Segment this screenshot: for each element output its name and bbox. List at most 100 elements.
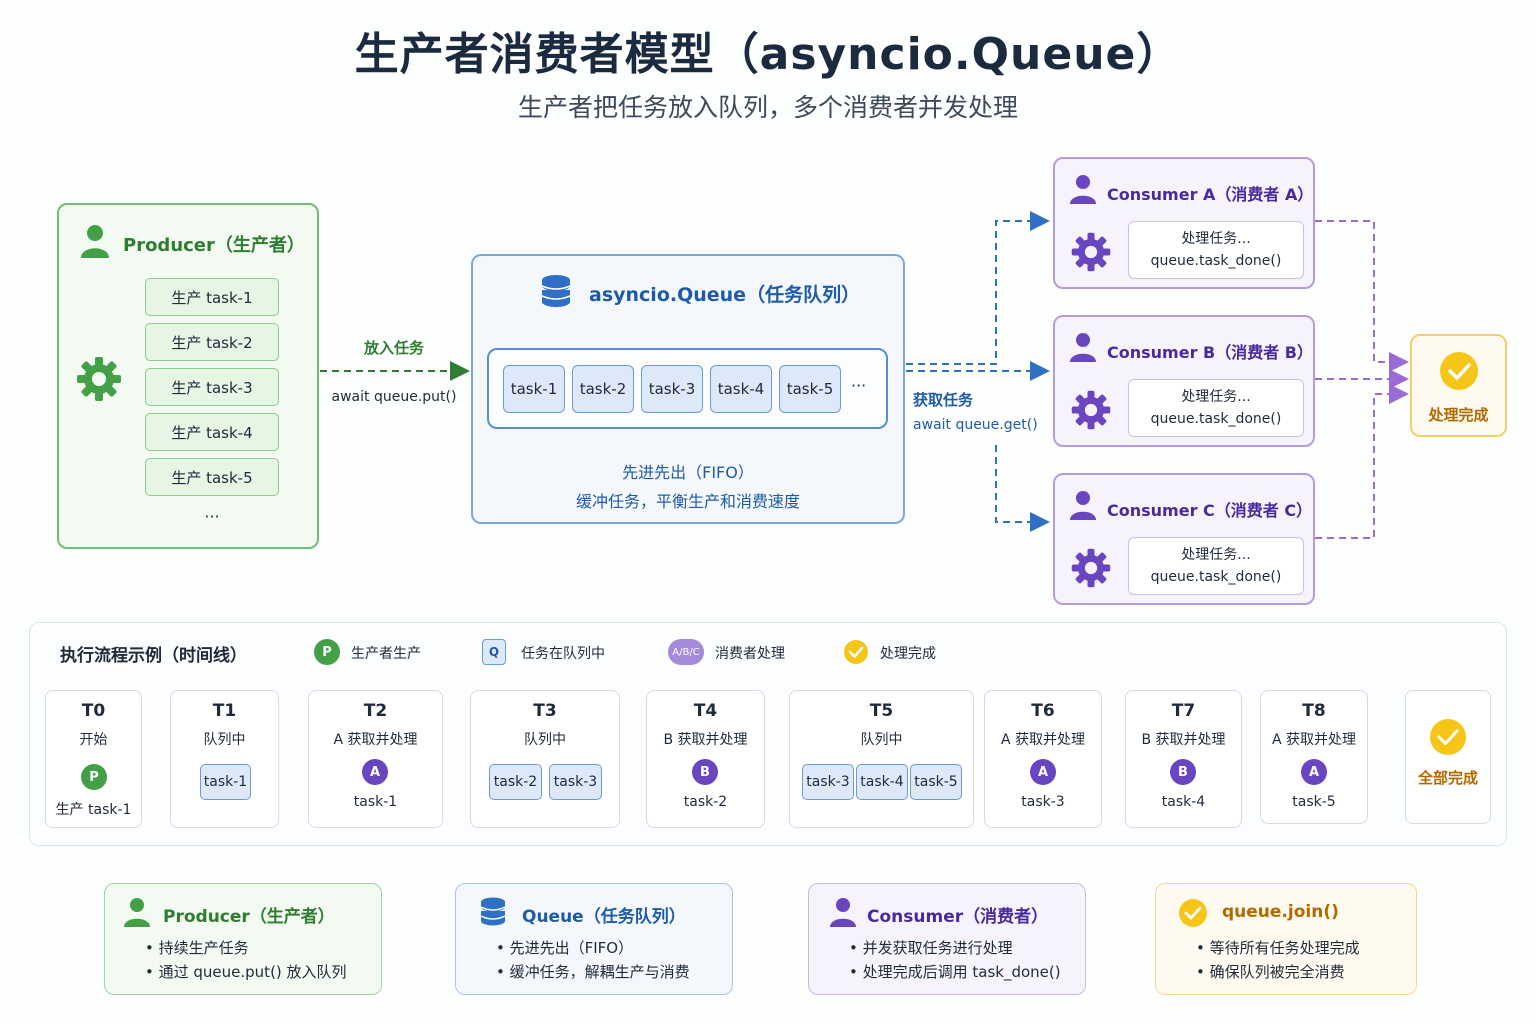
queue-more: ··· bbox=[851, 376, 867, 395]
done-label: 处理完成 bbox=[1428, 406, 1489, 424]
card-queue-list: 先进先出（FIFO） 缓冲任务，解耦生产与消费 bbox=[496, 936, 690, 984]
step-label: B 获取并处理 bbox=[1141, 732, 1226, 748]
process-label: 处理任务... bbox=[1181, 547, 1251, 563]
queue-task-4: task-4 bbox=[710, 365, 772, 413]
card-producer-title: Producer（生产者） bbox=[163, 907, 335, 927]
final-label: 全部完成 bbox=[1417, 769, 1478, 787]
step-time: T4 bbox=[693, 701, 718, 721]
step-badge: A bbox=[1030, 759, 1056, 785]
legend-consumer-badge: A/B/C bbox=[668, 639, 704, 665]
put-label: 放入任务 bbox=[363, 339, 424, 357]
card-consumer-list: 并发获取任务进行处理 处理完成后调用 task_done() bbox=[849, 936, 1061, 984]
step-footer: task-1 bbox=[353, 794, 398, 810]
user-icon bbox=[81, 225, 109, 258]
process-label: 处理任务... bbox=[1181, 231, 1251, 247]
database-icon bbox=[541, 275, 571, 307]
list-item: 持续生产任务 bbox=[145, 936, 347, 960]
check-circle-icon bbox=[1179, 899, 1207, 927]
get-arrow-c bbox=[995, 445, 1050, 532]
legend-done-label: 处理完成 bbox=[880, 646, 936, 662]
timeline-title: 执行流程示例（时间线） bbox=[60, 646, 247, 666]
done-arrow-c bbox=[1315, 384, 1409, 539]
step-label: 队列中 bbox=[524, 732, 566, 748]
user-icon bbox=[1070, 175, 1096, 204]
list-item: 先进先出（FIFO） bbox=[496, 936, 690, 960]
produce-task-2: 生产 task-2 bbox=[145, 323, 279, 361]
get-arrow-a bbox=[906, 211, 1050, 365]
produce-task-3: 生产 task-3 bbox=[145, 368, 279, 406]
gear-icon bbox=[1071, 232, 1111, 272]
step-badge: B bbox=[1170, 759, 1196, 785]
step-badge: P bbox=[81, 764, 107, 790]
step-footer: task-5 bbox=[1292, 794, 1336, 810]
card-consumer-title: Consumer（消费者） bbox=[867, 907, 1049, 927]
timeline-step-t3: T3 队列中 task-2 task-3 bbox=[470, 690, 620, 828]
done-panel: 处理完成 bbox=[1410, 334, 1507, 437]
queue-note-fifo: 先进先出（FIFO） bbox=[622, 463, 754, 482]
gear-icon bbox=[1071, 390, 1111, 430]
page-subtitle: 生产者把任务放入队列，多个消费者并发处理 bbox=[517, 93, 1018, 122]
producer-more: ··· bbox=[204, 507, 220, 526]
step-label: A 获取并处理 bbox=[1271, 732, 1357, 748]
legend-producer-badge: P bbox=[314, 639, 340, 665]
step-time: T8 bbox=[1302, 701, 1326, 721]
consumer-b-title: Consumer B（消费者 B） bbox=[1107, 343, 1313, 362]
consumer-b-panel: Consumer B（消费者 B） 处理任务... queue.task_don… bbox=[1053, 315, 1315, 447]
list-item: 处理完成后调用 task_done() bbox=[849, 960, 1061, 984]
queue-task-3: task-3 bbox=[641, 365, 703, 413]
legend-consumer-label: 消费者处理 bbox=[715, 646, 785, 662]
step-time: T3 bbox=[533, 701, 557, 721]
produce-task-5: 生产 task-5 bbox=[145, 458, 279, 496]
producer-panel: Producer（生产者） 生产 task-1 生产 task-2 生产 tas… bbox=[57, 203, 319, 549]
step-time: T5 bbox=[869, 701, 894, 721]
legend-producer-label: 生产者生产 bbox=[351, 646, 421, 662]
list-item: 缓冲任务，解耦生产与消费 bbox=[496, 960, 690, 984]
step-label: 队列中 bbox=[860, 732, 903, 748]
step-chip: task-2 bbox=[489, 764, 542, 800]
queue-task-2: task-2 bbox=[572, 365, 634, 413]
consumer-a-title: Consumer A（消费者 A） bbox=[1107, 185, 1314, 204]
timeline-step-t7: T7 B 获取并处理 B task-4 bbox=[1125, 690, 1242, 828]
process-label: 处理任务... bbox=[1181, 389, 1251, 405]
legend-queue-badge: Q bbox=[482, 639, 506, 665]
list-item: 并发获取任务进行处理 bbox=[849, 936, 1061, 960]
step-footer: task-2 bbox=[683, 794, 728, 810]
timeline-step-t5: T5 队列中 task-3 task-4 task-5 bbox=[789, 690, 974, 828]
timeline-step-t1: T1 队列中 task-1 bbox=[170, 690, 279, 828]
card-join: queue.join() 等待所有任务处理完成 确保队列被完全消费 bbox=[1155, 883, 1417, 995]
step-label: A 获取并处理 bbox=[333, 732, 418, 748]
queue-title: asyncio.Queue（任务队列） bbox=[589, 284, 861, 306]
step-chip: task-5 bbox=[910, 764, 962, 800]
step-time: T7 bbox=[1171, 701, 1196, 721]
list-item: 确保队列被完全消费 bbox=[1196, 960, 1360, 984]
user-icon bbox=[1070, 333, 1096, 362]
step-time: T0 bbox=[81, 701, 106, 721]
produce-task-1: 生产 task-1 bbox=[145, 278, 279, 316]
card-consumer: Consumer（消费者） 并发获取任务进行处理 处理完成后调用 task_do… bbox=[808, 883, 1086, 995]
card-join-title: queue.join() bbox=[1222, 902, 1339, 922]
timeline-final: 全部完成 bbox=[1405, 690, 1491, 824]
card-queue: Queue（任务队列） 先进先出（FIFO） 缓冲任务，解耦生产与消费 bbox=[455, 883, 733, 995]
task-done-call: queue.task_done() bbox=[1150, 253, 1282, 269]
step-badge: B bbox=[692, 759, 718, 785]
producer-title: Producer（生产者） bbox=[123, 235, 305, 256]
step-footer: task-3 bbox=[1021, 794, 1065, 810]
step-chip: task-4 bbox=[856, 764, 908, 800]
step-label: A 获取并处理 bbox=[1000, 732, 1086, 748]
put-code: await queue.put() bbox=[331, 389, 457, 405]
user-icon bbox=[1070, 491, 1096, 520]
step-footer: 生产 task-1 bbox=[55, 802, 132, 818]
step-chip: task-1 bbox=[200, 764, 251, 800]
step-footer: task-4 bbox=[1161, 794, 1206, 810]
consumer-a-panel: Consumer A（消费者 A） 处理任务... queue.task_don… bbox=[1053, 157, 1315, 289]
task-done-call: queue.task_done() bbox=[1150, 569, 1282, 585]
done-arrow-a bbox=[1315, 220, 1409, 372]
produce-task-4: 生产 task-4 bbox=[145, 413, 279, 451]
gear-icon bbox=[1071, 548, 1111, 588]
consumer-c-title: Consumer C（消费者 C） bbox=[1107, 501, 1313, 520]
step-time: T2 bbox=[363, 701, 388, 721]
check-circle-icon bbox=[1430, 719, 1466, 755]
check-circle-icon bbox=[1440, 352, 1478, 390]
step-chip: task-3 bbox=[549, 764, 602, 800]
user-icon bbox=[830, 898, 856, 927]
